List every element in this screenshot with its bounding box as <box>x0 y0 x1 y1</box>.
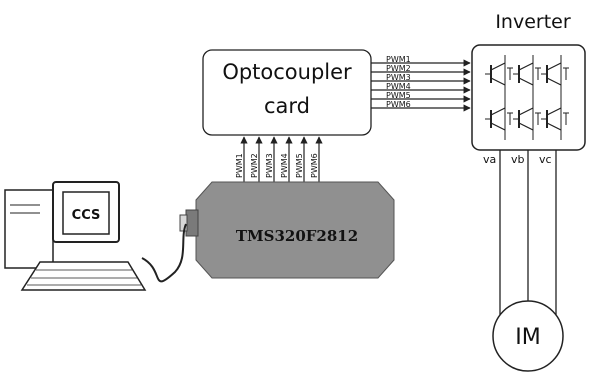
phase-label-b: vb <box>511 153 525 166</box>
dsp-connector-tip <box>179 214 188 232</box>
igbt-switch-icon <box>485 62 513 86</box>
pwm-label-vertical: PWM4 <box>280 153 289 178</box>
pwm-label-horizontal: PWM4 <box>386 82 411 91</box>
igbt-switch-icon <box>541 107 569 131</box>
pwm-label-horizontal: PWM1 <box>386 55 411 64</box>
induction-motor <box>492 300 564 372</box>
optocoupler-label-line1: Optocoupler <box>222 60 352 84</box>
inverter-switches <box>485 55 569 140</box>
optocoupler-card-box <box>202 49 372 136</box>
pwm-label-vertical: PWM2 <box>250 153 259 178</box>
dsp-chip-label: TMS320F2812 <box>236 227 358 245</box>
computer-screen-label: CCS <box>72 208 101 223</box>
computer-icon <box>4 181 187 291</box>
dsp-connector <box>185 209 199 237</box>
igbt-switch-icon <box>513 62 541 86</box>
inverter-box <box>471 44 586 151</box>
phase-label-a: va <box>483 153 496 166</box>
phase-label-c: vc <box>539 153 552 166</box>
pwm-label-horizontal: PWM2 <box>386 64 411 73</box>
pwm-label-vertical: PWM1 <box>235 153 244 178</box>
igbt-switch-icon <box>513 107 541 131</box>
pwm-label-horizontal: PWM3 <box>386 73 411 82</box>
optocoupler-label-line2: card <box>264 94 310 118</box>
pwm-label-horizontal: PWM6 <box>386 100 411 109</box>
pwm-label-vertical: PWM6 <box>310 153 319 178</box>
pwm-vertical-arrows: PWM1 PWM2 PWM3 PWM4 PWM5 PWM6 <box>235 136 323 182</box>
pwm-label-vertical: PWM5 <box>295 153 304 178</box>
phase-lines <box>499 150 557 322</box>
pwm-label-vertical: PWM3 <box>265 153 274 178</box>
pwm-label-horizontal: PWM5 <box>386 91 411 100</box>
igbt-switch-icon <box>485 107 513 131</box>
motor-label: IM <box>515 325 540 350</box>
inverter-title: Inverter <box>495 11 571 33</box>
igbt-switch-icon <box>541 62 569 86</box>
